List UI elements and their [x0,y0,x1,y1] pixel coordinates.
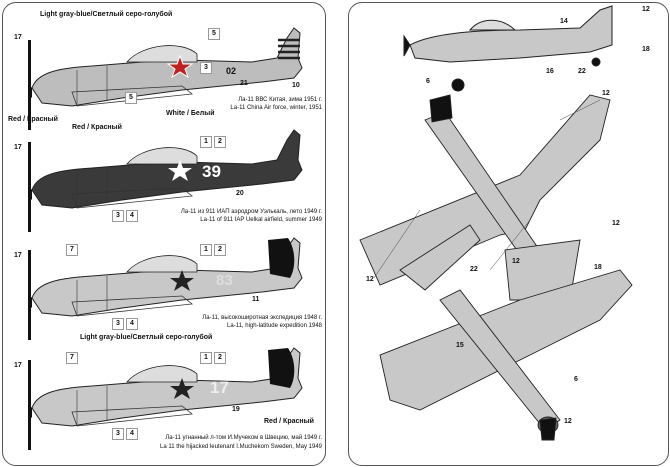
callout: 12 [564,418,572,425]
callout: 20 [236,190,244,197]
callout: 18 [642,46,650,53]
caption-ru-3: Ла-11, высокоширотная экспедиция 1948 г. [202,315,322,321]
callout: 16 [546,68,554,75]
aircraft-code: 17 [210,378,229,397]
profile-1 [27,27,303,131]
aircraft-code: 39 [202,162,221,181]
side-label-3: Red / Красный [72,124,122,131]
callout: 2 [214,352,226,364]
callout: 2 [214,244,226,256]
tail-3-dark [268,238,295,278]
callout: 19 [232,406,240,413]
color-note-1: Light gray-blue/Светлый серо-голубой [40,11,173,18]
star-1 [166,54,194,79]
star-4 [170,378,194,399]
callout: 4 [126,318,138,330]
right-bottom-plan [379,224,633,441]
tail-4-dark [268,348,295,388]
right-side-view [403,5,613,92]
callout: 12 [642,6,650,13]
callout: 2 [214,136,226,148]
caption-en-4: La 11 the hijacked leutenant I.Muchekom … [160,444,322,450]
aircraft-code: 02 [226,66,237,76]
star-3 [170,270,194,291]
callout: 17 [14,362,22,369]
callout: 7 [66,244,78,256]
callout: 3 [200,62,212,74]
aircraft-code: 83 [216,272,233,289]
callout: 1 [200,136,212,148]
leader-lines [373,99,601,279]
callout: 4 [126,210,138,222]
callout: 15 [456,342,464,349]
callout: 1 [200,244,212,256]
callout: 12 [512,258,520,265]
tail-stripes [278,38,300,60]
callout: 17 [14,144,22,151]
callout: 10 [292,82,300,89]
callout: 21 [240,80,248,87]
callout: 1 [200,352,212,364]
caption-en-1: La-11 China Air force, winter, 1951 [230,105,322,111]
caption-ru-1: Ла-11 ВВС Китая, зима 1951 г. [238,97,322,103]
callout: 17 [14,252,22,259]
callout: 11 [252,296,260,303]
callout: 22 [470,266,478,273]
callout: 3 [112,318,124,330]
callout: 5 [125,92,137,104]
callout: 12 [366,276,374,283]
callout: 7 [66,352,78,364]
callout: 5 [208,28,220,40]
right-top-plan [359,94,611,301]
side-label-2: White / Белый [166,110,215,117]
callout: 3 [112,210,124,222]
caption-ru-4: Ла-11 угнанный л-том И.Мучеком в Швецию,… [165,435,322,441]
star-2 [168,160,192,181]
callout: 14 [560,18,568,25]
color-note-4: Light gray-blue/Светлый серо-голубой [80,334,213,341]
callout: 22 [578,68,586,75]
callout: 4 [126,428,138,440]
callout: 12 [602,90,610,97]
caption-en-2: La-11 of 911 IAP Uelkal airfield, summer… [200,217,322,223]
callout: 12 [612,220,620,227]
callout: 18 [594,264,602,271]
callout: 17 [14,34,22,41]
side-label-4: Red / Красный [264,418,314,425]
caption-en-3: La-11, high-latitude expedition 1948 [227,323,322,329]
caption-ru-2: Ла-11 из 911 ИАП аэродром Уэлькаль, лето… [180,209,322,215]
callout: 3 [112,428,124,440]
callout: 6 [574,376,578,383]
side-label-1: Red / Красный [8,116,58,123]
callout: 6 [426,78,430,85]
